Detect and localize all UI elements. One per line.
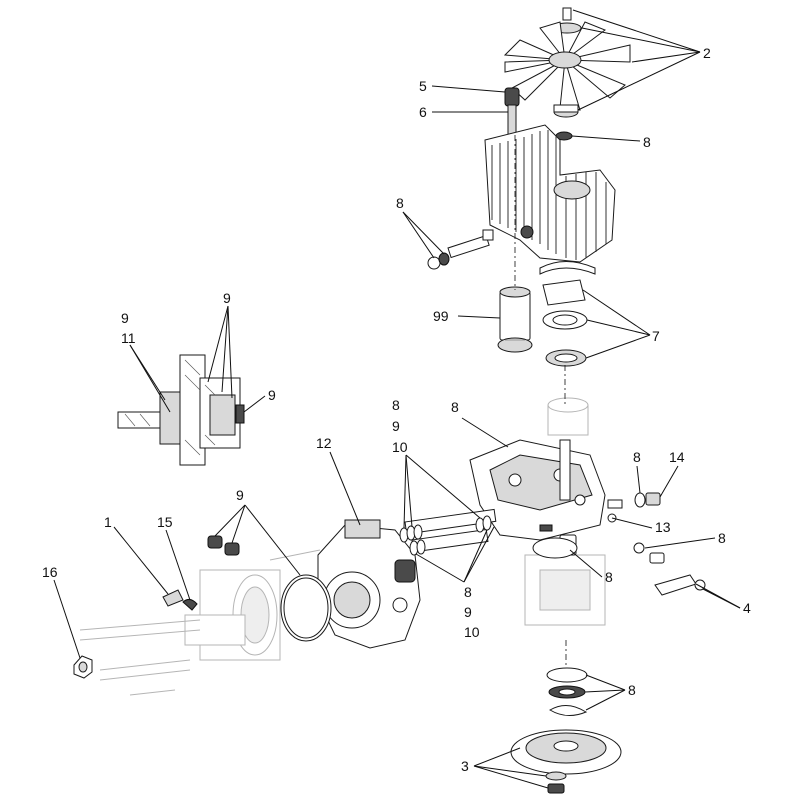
fittings [532, 492, 665, 564]
callout-8-fitting: 8 [633, 449, 641, 465]
callout-9-lower: 9 [464, 604, 472, 620]
fan-hub [553, 104, 579, 113]
fan-bolt [562, 7, 572, 21]
thrust-parts [539, 261, 596, 367]
callout-1: 1 [104, 514, 112, 530]
center-manifold [469, 439, 606, 541]
shaft-o-rings [399, 508, 497, 556]
assembly-axes [514, 135, 567, 668]
cross-section-detail [117, 354, 245, 466]
axle-housing [317, 519, 421, 649]
pulley [510, 729, 622, 794]
callout-5: 5 [419, 78, 427, 94]
callout-8-lower: 8 [464, 584, 472, 600]
callout-8-manifold: 8 [451, 399, 459, 415]
callout-labels: 2 5 6 8 8 99 7 9 9 11 9 8 9 10 8 12 8 14… [42, 45, 751, 774]
lower-seals [546, 667, 588, 716]
callout-8-o-ring: 8 [718, 530, 726, 546]
callout-9-detail-right: 9 [268, 387, 276, 403]
shaft-cap [504, 87, 520, 136]
callout-9-upper: 9 [392, 418, 400, 434]
callout-8-pin: 8 [396, 195, 404, 211]
callout-2: 2 [703, 45, 711, 61]
callout-8-seals: 8 [628, 682, 636, 698]
callout-16: 16 [42, 564, 58, 580]
callout-14: 14 [669, 449, 685, 465]
callout-9-detail-left: 9 [121, 310, 129, 326]
callout-3: 3 [461, 758, 469, 774]
callout-8-upper: 8 [392, 397, 400, 413]
castle-nut [73, 655, 93, 679]
fan-assembly [503, 7, 631, 118]
callout-6: 6 [419, 104, 427, 120]
callout-8-manifold-lower: 8 [605, 569, 613, 585]
callout-13: 13 [655, 519, 671, 535]
callout-9-seals: 9 [236, 487, 244, 503]
callout-15: 15 [157, 514, 173, 530]
callout-4: 4 [743, 600, 751, 616]
axle-key [162, 589, 198, 611]
internal-gears-ghost [524, 397, 606, 626]
callout-99: 99 [433, 308, 449, 324]
fan-blades [503, 21, 631, 111]
callout-7: 7 [652, 328, 660, 344]
callout-8-bearing: 8 [643, 134, 651, 150]
axle-motor-ghost [79, 549, 321, 696]
finned-housing [484, 124, 616, 263]
axle-seals [207, 535, 332, 642]
callout-12: 12 [316, 435, 332, 451]
callout-9-detail-top: 9 [223, 290, 231, 306]
callout-11: 11 [121, 330, 136, 346]
callout-10-lower: 10 [464, 624, 480, 640]
callout-10-upper: 10 [392, 439, 408, 455]
leader-lines [53, 9, 741, 789]
side-pin-seals [427, 229, 494, 270]
filter-cartridge [497, 286, 533, 353]
